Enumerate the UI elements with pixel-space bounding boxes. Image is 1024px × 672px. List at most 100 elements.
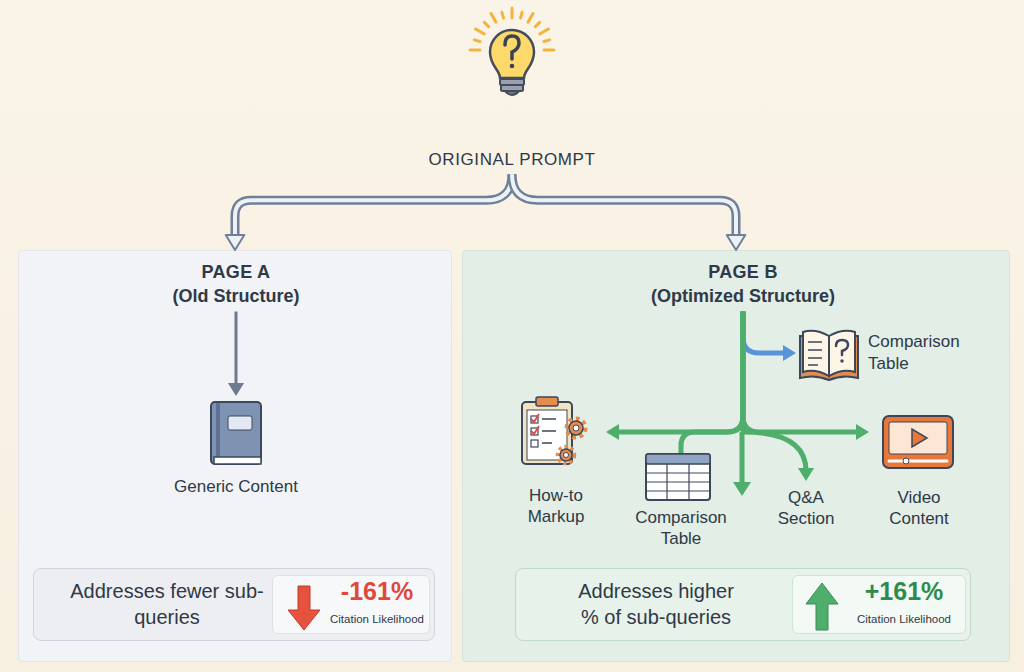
- arrow-head: [228, 383, 244, 396]
- connector-line: [235, 174, 512, 240]
- node-label: Addresses fewer sub-queries: [67, 578, 267, 630]
- node-text: +161%: [846, 576, 962, 607]
- node-label: ORIGINAL PROMPT: [402, 149, 622, 170]
- book-icon: [211, 402, 261, 464]
- clipboard-icon: [527, 410, 567, 460]
- trunk-arrow: [740, 432, 745, 484]
- page-panel: PAGE B(Optimized Structure)Comparison Ta…: [462, 250, 1010, 662]
- clipboard-icon: [522, 402, 572, 464]
- node-label: PAGE A: [86, 261, 386, 284]
- lightbulb-icon: [540, 29, 549, 34]
- book-icon: [228, 416, 252, 430]
- open-book-icon: [829, 331, 855, 376]
- result-box: Addresses fewer sub-queries -161% Citation…: [33, 568, 435, 641]
- node-label: Video Content: [869, 487, 969, 530]
- clipboard-icon: [567, 419, 585, 437]
- page-panel: PAGE A(Old Structure)Generic ContentAddr…: [18, 250, 452, 662]
- lightbulb-icon: [511, 8, 514, 18]
- clipboard-icon: [542, 419, 556, 443]
- node-label: Q&A Section: [766, 487, 846, 530]
- clipboard-icon: [558, 447, 574, 463]
- clipboard-icon: [531, 440, 538, 447]
- connector-line: [743, 312, 786, 354]
- lightbulb-icon: [500, 79, 524, 85]
- down-arrow-icon: [288, 586, 320, 630]
- table-icon: [646, 454, 710, 500]
- book-icon: [216, 403, 220, 457]
- connector-line: [235, 174, 512, 240]
- table-icon: [647, 464, 709, 499]
- node-label: How-to Markup: [506, 485, 606, 528]
- connector-arrow: [228, 312, 244, 397]
- clipboard-icon: [560, 449, 572, 461]
- lightbulb-icon: [535, 22, 539, 26]
- node-text: Citation Likelihood: [846, 612, 962, 626]
- up-arrow-icon: [806, 583, 838, 630]
- arrow-head: [798, 468, 814, 481]
- node-text: -161%: [324, 576, 430, 607]
- open-book-icon: [800, 336, 858, 380]
- lightbulb-icon: [528, 14, 533, 23]
- connector-line: [743, 312, 859, 433]
- node-label: Generic Content: [151, 476, 321, 497]
- arrow-head: [606, 424, 619, 440]
- clipboard-icon: [531, 414, 539, 434]
- video-icon: [912, 429, 927, 447]
- lightbulb-icon: [474, 40, 480, 42]
- content-item: Video Content: [869, 411, 969, 533]
- lightbulb-icon: [544, 49, 554, 52]
- open-book-icon: [803, 331, 829, 376]
- result-box: Addresses higher % of sub-queries +161% Ci…: [515, 568, 971, 641]
- lightbulb-icon: [476, 29, 485, 34]
- connector-line: [743, 312, 806, 472]
- lightbulb-icon: [501, 85, 523, 91]
- node-text: Citation Likelihood: [324, 612, 430, 626]
- content-item: Comparison Table: [796, 323, 996, 383]
- connector-arrow: [606, 312, 743, 441]
- content-item: Generic Content: [151, 396, 321, 501]
- lightbulb-icon: [470, 8, 554, 95]
- arrow-head: [856, 424, 869, 440]
- lightbulb-icon: [505, 36, 519, 59]
- arrow-head: [783, 345, 796, 361]
- video-icon: [889, 422, 947, 454]
- clipboard-icon: [536, 397, 558, 406]
- connector-arrow: [226, 174, 512, 250]
- table-icon: [646, 454, 710, 464]
- trunk-arrow: [733, 432, 751, 496]
- clipboard-icon: [569, 421, 583, 435]
- clipboard-icon: [531, 416, 538, 423]
- book-icon: [214, 457, 261, 464]
- node-label: Comparison Table: [616, 507, 746, 550]
- content-item: Comparison Table: [616, 453, 746, 553]
- connector-arrow: [743, 312, 796, 362]
- video-icon: [889, 460, 947, 463]
- node-text: (Optimized Structure): [593, 285, 893, 308]
- table-icon: [646, 454, 710, 500]
- video-icon: [883, 416, 953, 468]
- clipboard-icon: [531, 428, 538, 435]
- connector-arrow: [681, 312, 743, 454]
- down-arrow-icon: [288, 586, 320, 630]
- node-label: Addresses higher % of sub-queries: [570, 578, 742, 630]
- clipboard-icon: [564, 453, 569, 458]
- prompt-label: ORIGINAL PROMPT: [402, 146, 622, 174]
- node-label: Comparison Table: [868, 331, 980, 375]
- arrow-head: [727, 235, 746, 250]
- open-book-icon: [800, 331, 858, 380]
- connector-line: [235, 312, 238, 387]
- open-book-icon: [808, 342, 822, 365]
- lightbulb-icon: [491, 14, 496, 23]
- connector-line: [512, 174, 736, 240]
- book-icon: [211, 402, 261, 464]
- clipboard-icon: [522, 397, 585, 464]
- content-item: How-to Markup: [506, 393, 606, 533]
- connector-arrow: [512, 174, 745, 250]
- lightbulb-icon: [521, 12, 523, 18]
- lightbulb-icon: [484, 22, 488, 26]
- content-item: Q&A Section: [766, 481, 846, 533]
- lightbulb-icon: [502, 12, 504, 18]
- lightbulb-icon: [505, 91, 519, 95]
